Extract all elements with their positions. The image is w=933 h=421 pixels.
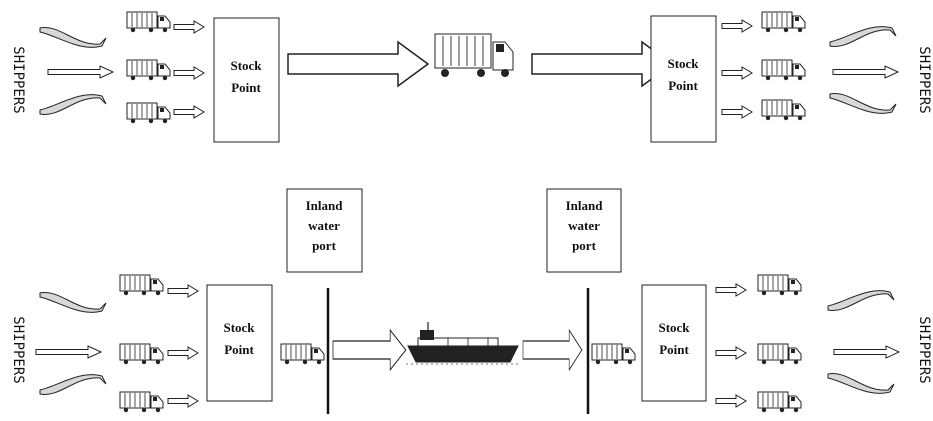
truck-icon — [127, 12, 170, 32]
side-label-bottom-right: SHIPPERS — [916, 316, 932, 383]
small-arrow-icon — [168, 347, 198, 359]
small-arrow-icon — [722, 20, 752, 32]
truck-icon — [120, 344, 163, 364]
truck-icon — [127, 60, 170, 80]
small-arrow-icon — [174, 21, 204, 33]
flow-curve-icon — [40, 375, 106, 395]
truck-icon — [127, 103, 170, 123]
truck-icon — [758, 275, 801, 295]
truck-icon — [592, 344, 635, 364]
big-arrow-icon — [288, 42, 428, 86]
small-arrow-icon — [722, 67, 752, 79]
truck-icon — [762, 100, 805, 120]
large-truck-icon — [435, 34, 513, 77]
truck-icon — [120, 392, 163, 412]
big-arrow-icon — [523, 330, 582, 370]
small-arrow-icon — [716, 395, 746, 407]
flow-curve-icon — [828, 291, 894, 311]
small-arrow-icon — [174, 67, 204, 79]
side-label-top-right: SHIPPERS — [916, 46, 932, 113]
flow-curve-icon — [830, 94, 896, 114]
flow-arrow-icon — [834, 346, 899, 358]
small-arrow-icon — [174, 106, 204, 118]
flow-curve-icon — [828, 374, 894, 394]
side-label-bottom-left: SHIPPERS — [10, 316, 26, 383]
truck-icon — [758, 392, 801, 412]
truck-icon — [758, 344, 801, 364]
ship-icon — [406, 322, 520, 364]
big-arrow-icon — [333, 330, 406, 370]
flow-arrow-icon — [48, 66, 113, 78]
truck-icon — [281, 344, 324, 364]
small-arrow-icon — [168, 285, 198, 297]
flow-curve-icon — [40, 95, 106, 115]
small-arrow-icon — [716, 347, 746, 359]
small-arrow-icon — [716, 284, 746, 296]
flow-arrow-icon — [833, 66, 898, 78]
truck-icon — [762, 60, 805, 80]
small-arrow-icon — [722, 106, 752, 118]
flow-curve-icon — [830, 27, 896, 47]
side-label-top-left: SHIPPERS — [10, 46, 26, 113]
truck-icon — [762, 12, 805, 32]
flow-arrow-icon — [36, 346, 101, 358]
flow-curve-icon — [40, 28, 106, 48]
truck-icon — [120, 275, 163, 295]
small-arrow-icon — [168, 395, 198, 407]
flow-curve-icon — [40, 293, 106, 313]
